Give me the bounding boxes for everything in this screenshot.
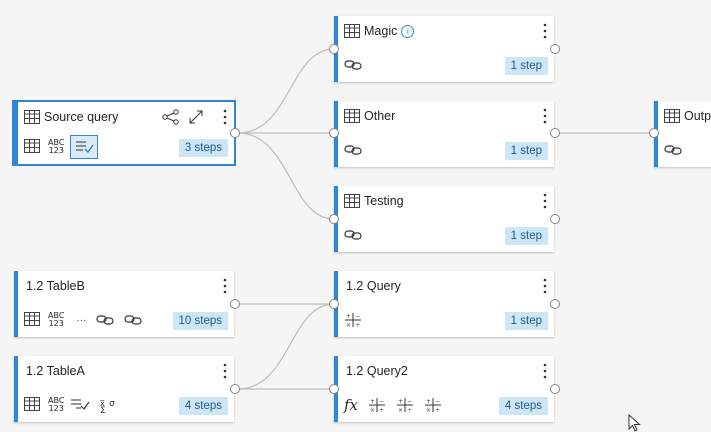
more-options-icon[interactable] (540, 107, 550, 125)
table-icon (664, 109, 680, 123)
node-output[interactable]: Outp (654, 101, 711, 167)
table-icon (344, 109, 360, 123)
node-title: Other (364, 109, 396, 123)
svg-text:σ: σ (109, 399, 115, 409)
calculator-icon (344, 312, 362, 328)
output-port[interactable] (550, 44, 560, 54)
table-icon (24, 139, 40, 153)
statistics-icon: x̅ Σ σ (100, 399, 115, 413)
choose-columns-icon (71, 399, 90, 410)
link-icon (344, 145, 362, 155)
more-options-icon[interactable] (540, 192, 550, 210)
node-title: 1.2 TableA (26, 364, 85, 378)
output-port[interactable] (230, 299, 240, 309)
input-port[interactable] (329, 214, 339, 224)
link-icon (344, 60, 362, 70)
node-title: Source query (44, 110, 119, 124)
input-port[interactable] (329, 299, 339, 309)
fx-icon: fx (344, 396, 359, 414)
input-port[interactable] (329, 128, 339, 138)
steps-badge[interactable]: 4 steps (498, 397, 548, 415)
table-icon (24, 312, 40, 326)
steps-badge[interactable]: 10 steps (172, 312, 228, 330)
ellipsis-icon: ··· (76, 314, 87, 326)
expand-icon[interactable] (188, 109, 204, 125)
output-port[interactable] (230, 128, 240, 138)
input-port[interactable] (649, 128, 659, 138)
node-title: 1.2 TableB (26, 279, 85, 293)
link-tablea-query (237, 303, 335, 390)
node-query[interactable]: 1.2 Query 1 step (334, 271, 554, 337)
output-port[interactable] (550, 299, 560, 309)
node-title: Magic (364, 24, 398, 38)
table-icon (344, 194, 360, 208)
info-icon[interactable]: i (401, 24, 415, 38)
calculator-icon (368, 397, 386, 413)
more-options-icon[interactable] (220, 277, 230, 295)
output-port[interactable] (230, 384, 240, 394)
svg-text:Σ: Σ (100, 406, 106, 413)
link-source-magic (237, 48, 335, 134)
steps-badge[interactable]: 1 step (504, 312, 548, 330)
link-icon (344, 230, 362, 240)
node-title: 1.2 Query2 (346, 364, 408, 378)
node-testing[interactable]: Testing 1 step (334, 186, 554, 252)
more-options-icon[interactable] (540, 22, 550, 40)
more-options-icon[interactable] (220, 108, 230, 126)
node-title: Testing (364, 194, 404, 208)
calculator-icon (396, 397, 414, 413)
output-port[interactable] (550, 214, 560, 224)
steps-badge[interactable]: 3 steps (178, 139, 228, 157)
svg-text:x̅: x̅ (100, 399, 105, 408)
node-magic[interactable]: Magic i 1 step (334, 16, 554, 82)
link-icon (124, 315, 143, 325)
node-other[interactable]: Other 1 step (334, 101, 554, 167)
steps-badge[interactable]: 1 step (504, 57, 548, 75)
link-icon (96, 315, 115, 325)
output-port[interactable] (550, 128, 560, 138)
steps-badge[interactable]: 4 steps (178, 397, 228, 415)
node-query2[interactable]: 1.2 Query2 fx 4 steps (334, 356, 554, 422)
table-icon (24, 110, 40, 124)
steps-badge[interactable]: 1 step (504, 227, 548, 245)
table-icon (344, 24, 360, 38)
table-icon (24, 397, 40, 411)
mouse-cursor-icon (628, 414, 641, 432)
output-port[interactable] (550, 384, 560, 394)
node-title: Outp (684, 109, 711, 123)
input-port[interactable] (329, 384, 339, 394)
link-source-testing (237, 132, 335, 220)
more-options-icon[interactable] (540, 277, 550, 295)
choose-columns-icon[interactable] (70, 135, 99, 159)
calculator-icon (424, 397, 442, 413)
link-icon (664, 145, 682, 155)
more-options-icon[interactable] (220, 362, 230, 380)
more-options-icon[interactable] (540, 362, 550, 380)
steps-badge[interactable]: 1 step (504, 142, 548, 160)
input-port[interactable] (329, 44, 339, 54)
share-icon[interactable] (162, 109, 180, 125)
node-title: 1.2 Query (346, 279, 401, 293)
